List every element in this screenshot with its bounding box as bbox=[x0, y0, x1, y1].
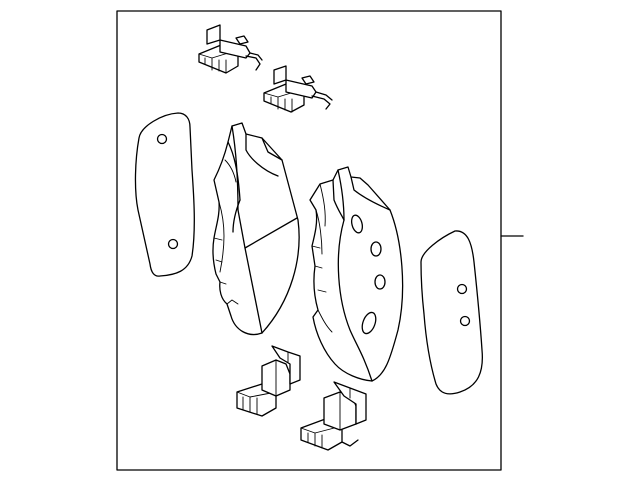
pad-wear-sensor-clip bbox=[263, 65, 333, 113]
pad-retainer-clip-bottom-left bbox=[236, 345, 301, 417]
diagram-frame bbox=[116, 10, 502, 471]
anti-rattle-clip-top-left bbox=[198, 24, 263, 74]
outer-brake-pad bbox=[212, 122, 300, 336]
inner-pad-shim bbox=[420, 230, 484, 395]
inner-brake-pad bbox=[309, 166, 404, 382]
outer-pad-shim bbox=[134, 112, 195, 277]
pad-retainer-clip-bottom-right bbox=[300, 381, 367, 451]
